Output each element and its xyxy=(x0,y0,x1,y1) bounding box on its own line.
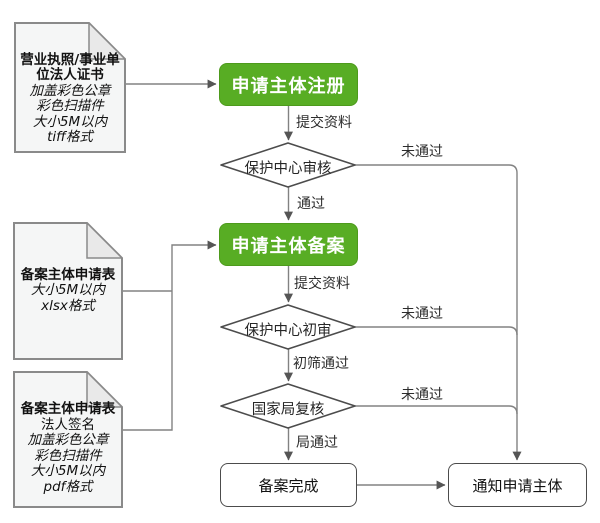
edge-label-fail-3: 未通过 xyxy=(401,387,443,403)
document-shape xyxy=(13,222,123,360)
edge-label-submit-materials-1: 提交资料 xyxy=(296,115,352,131)
document-note: 加盖彩色公章 xyxy=(29,82,111,99)
document-title-line: 备案主体申请表 xyxy=(20,401,116,417)
document-note: 大小5M以内 xyxy=(32,113,108,130)
document-shape xyxy=(14,22,126,153)
document-shape xyxy=(13,371,123,508)
edge-label-pass-1: 通过 xyxy=(297,196,325,212)
decision-protection-center-initial-review-shape xyxy=(220,304,356,350)
decision-national-bureau-recheck-shape xyxy=(220,383,356,429)
document-note: 法人签名 xyxy=(41,416,95,433)
node-apply-register: 申请主体注册 xyxy=(219,63,358,106)
node-label: 备案完成 xyxy=(258,476,319,495)
edge-label-submit-materials-2: 提交资料 xyxy=(294,276,350,292)
node-label: 通知申请主体 xyxy=(472,476,563,495)
decision-protection-center-review-label: 保护中心审核 xyxy=(244,161,332,177)
node-notify-applicant: 通知申请主体 xyxy=(448,463,587,507)
document-business-license: 营业执照/事业单 位法人证书 加盖彩色公章 彩色扫描件 大小5M以内 tiff格… xyxy=(14,22,126,153)
document-note: pdf格式 xyxy=(43,478,93,495)
document-filing-form-pdf: 备案主体申请表 法人签名 加盖彩色公章 彩色扫描件 大小5M以内 pdf格式 xyxy=(13,371,123,508)
connector-review-fail-trunk xyxy=(355,164,522,461)
document-note: tiff格式 xyxy=(47,129,93,145)
decision-national-bureau-recheck-label: 国家局复核 xyxy=(251,402,325,418)
edge-label-initial-pass: 初筛通过 xyxy=(293,356,349,372)
edge-label-fail-1: 未通过 xyxy=(401,144,443,160)
connector-initial-review-fail xyxy=(355,326,518,336)
document-title-line: 营业执照/事业单 xyxy=(20,51,120,68)
document-title-line: 位法人证书 xyxy=(36,67,104,83)
node-label: 申请主体注册 xyxy=(231,75,346,97)
node-apply-filing: 申请主体备案 xyxy=(219,223,358,266)
document-filing-form-xlsx: 备案主体申请表 大小5M以内 xlsx格式 xyxy=(13,222,123,360)
connector-docs-to-filing xyxy=(123,240,217,431)
document-note: xlsx格式 xyxy=(41,297,95,314)
document-note: 彩色扫描件 xyxy=(34,447,102,464)
document-note: 加盖彩色公章 xyxy=(27,432,109,448)
document-note: 大小5M以内 xyxy=(30,282,106,299)
edge-label-bureau-pass: 局通过 xyxy=(296,435,338,451)
document-note: 彩色扫描件 xyxy=(36,98,104,114)
decision-protection-center-initial-review-label: 保护中心初审 xyxy=(244,323,332,339)
decision-protection-center-review-shape xyxy=(220,142,356,188)
document-title-line: 备案主体申请表 xyxy=(20,266,116,283)
node-label: 申请主体备案 xyxy=(231,235,346,257)
edge-label-fail-2: 未通过 xyxy=(401,306,443,322)
connector-recheck-fail xyxy=(355,405,518,415)
document-note: 大小5M以内 xyxy=(30,463,106,479)
node-filing-complete: 备案完成 xyxy=(220,463,357,507)
